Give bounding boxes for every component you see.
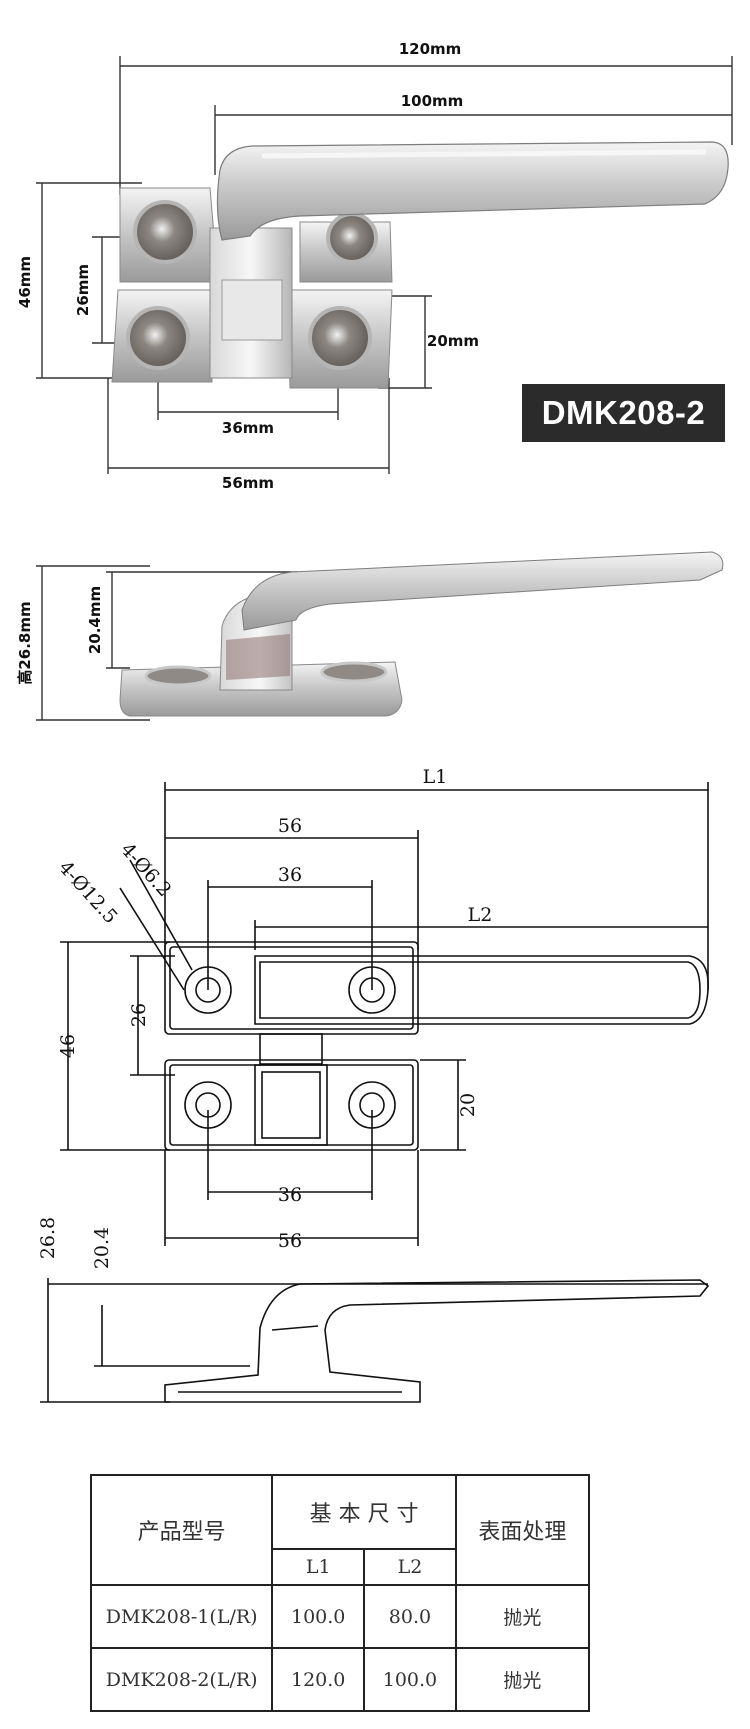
dim-handle-height: 20.4mm [86, 586, 104, 654]
dim-26: 26 [128, 1003, 150, 1027]
dim-hole-pitch-vertical: 26mm [74, 264, 92, 316]
cell-L2: 100.0 [363, 1647, 457, 1712]
cell-model: DMK208-1(L/R) [89, 1584, 274, 1649]
dim-hole-pitch-horizontal: 36mm [222, 419, 274, 437]
model-badge: DMK208-2 [522, 384, 725, 442]
dim-36-top: 36 [278, 864, 302, 886]
cell-L1: 100.0 [271, 1584, 366, 1649]
dim-base-width: 56mm [222, 474, 274, 492]
spec-table: 产品型号 基 本 尺 寸 表面处理 L1 L2 DMK208-1(L/R) 10… [89, 1474, 591, 1712]
technical-drawing: L1 56 36 L2 4-Ø6.2 4-Ø12.5 46 26 20 36 5… [37, 766, 710, 1403]
dim-20: 20 [457, 1093, 479, 1117]
header-L2: L2 [363, 1548, 457, 1586]
header-finish: 表面处理 [454, 1474, 591, 1586]
dim-overall-length: 120mm [399, 40, 462, 58]
dim-lower-block-height: 20mm [427, 332, 479, 350]
dim-46: 46 [57, 1034, 79, 1058]
dim-56-bottom: 56 [278, 1230, 302, 1252]
table-row: DMK208-1(L/R) 100.0 80.0 抛光 [89, 1584, 591, 1649]
dim-total-height: 高26.8mm [16, 601, 34, 684]
dim-small-hole: 4-Ø6.2 [116, 839, 175, 902]
dim-L2: L2 [468, 904, 493, 926]
dim-L1: L1 [423, 766, 448, 788]
cell-model: DMK208-2(L/R) [89, 1647, 274, 1712]
dim-26-8: 26.8 [37, 1217, 59, 1259]
header-model: 产品型号 [89, 1474, 274, 1586]
dim-large-hole: 4-Ø12.5 [54, 857, 121, 928]
cell-L2: 80.0 [363, 1584, 457, 1649]
product-photo-top-view: 120mm 100mm 46mm 26mm 20mm 36mm 56mm 高26… [16, 40, 733, 721]
cell-finish: 抛光 [454, 1647, 591, 1712]
cell-finish: 抛光 [454, 1584, 591, 1649]
header-dimensions: 基 本 尺 寸 [271, 1474, 457, 1550]
dim-20-4: 20.4 [91, 1227, 113, 1269]
mount-hole-icon [126, 200, 378, 370]
dim-base-height: 46mm [16, 256, 34, 308]
cell-L1: 120.0 [271, 1647, 366, 1712]
dim-handle-length: 100mm [401, 92, 464, 110]
header-L1: L1 [271, 1548, 366, 1586]
dim-56-top: 56 [278, 815, 302, 837]
table-row: DMK208-2(L/R) 120.0 100.0 抛光 [89, 1647, 591, 1712]
dim-36-bottom: 36 [278, 1184, 302, 1206]
